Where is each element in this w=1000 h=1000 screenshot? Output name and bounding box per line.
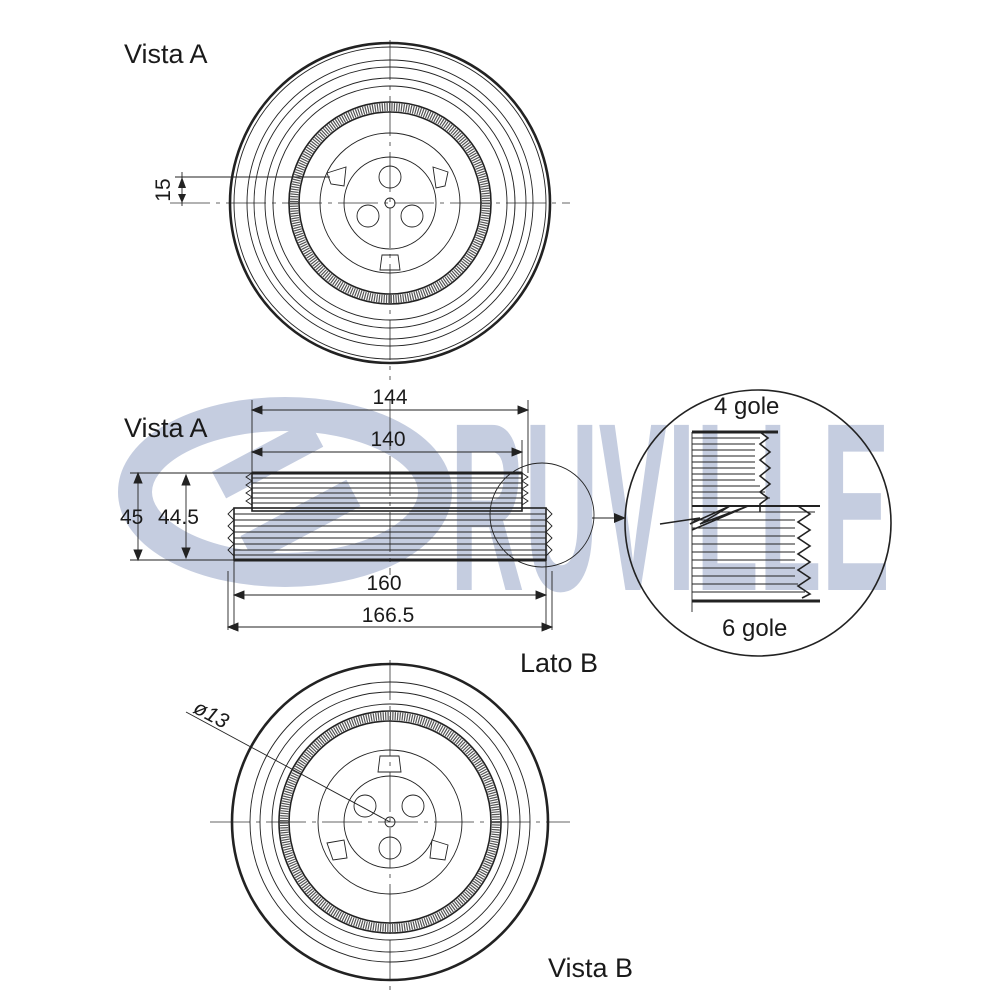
offset-dimension: 15 [152, 178, 175, 201]
side-dimension-lines [130, 400, 554, 632]
width-inner-bottom: 160 [366, 572, 401, 595]
width-inner-top: 140 [370, 428, 405, 451]
bottom-view-label: Vista B [548, 953, 633, 983]
side-view-pulley [227, 400, 553, 575]
bottom-view-pulley [185, 660, 570, 990]
top-view-pulley [170, 40, 570, 380]
watermark-ring [118, 397, 452, 587]
height-outer: 45 [120, 506, 143, 529]
detail-bottom-label: 6 gole [722, 615, 787, 642]
watermark-logo [118, 397, 452, 587]
hole-diameter: ø13 [190, 696, 233, 733]
side-b-label: Lato B [520, 648, 598, 678]
watermark-brand: RUVILLE [450, 373, 890, 641]
width-outer-top: 144 [372, 386, 407, 409]
detail-callout [489, 389, 892, 657]
height-inner: 44.5 [158, 506, 199, 529]
width-outer-bottom: 166.5 [362, 604, 415, 627]
detail-top-label: 4 gole [714, 393, 779, 420]
top-view-label: Vista A [124, 39, 208, 69]
side-view-label: Vista A [124, 413, 208, 443]
